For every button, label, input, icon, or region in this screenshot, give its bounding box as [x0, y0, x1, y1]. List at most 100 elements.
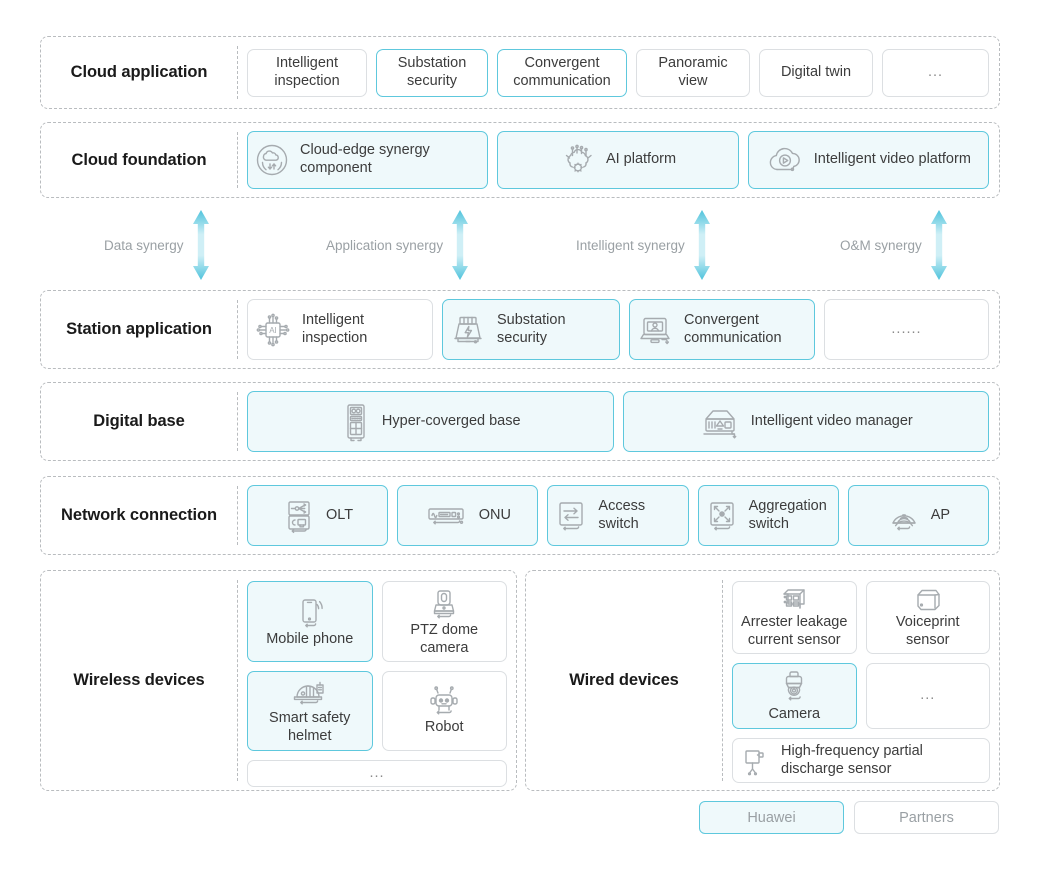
- card-high-frequency-partial-discharge-sensor[interactable]: High-frequency partial discharge sensor: [732, 738, 990, 784]
- legend-chip-huawei[interactable]: Huawei: [699, 801, 844, 834]
- card-label: Access switch: [598, 497, 646, 532]
- card-label: Aggregation switch: [748, 497, 827, 532]
- card-access-switch[interactable]: Access switch: [547, 485, 689, 546]
- synergy-data: Data synergy: [104, 206, 212, 284]
- card-label: Panoramic view: [658, 54, 728, 89]
- voiceprint-sensor-icon: [913, 586, 943, 612]
- layer-items-cloud-foundation: Cloud-edge synergy component AI platform: [238, 123, 999, 197]
- legend-label: Huawei: [747, 809, 796, 826]
- card-more-wired-devices[interactable]: ...: [865, 663, 990, 730]
- card-label: Camera: [768, 706, 821, 723]
- card-mobile-phone[interactable]: Mobile phone: [247, 581, 373, 663]
- card-label: Convergent communication: [684, 311, 782, 346]
- double-arrow-icon: [190, 209, 212, 281]
- aggregation-switch-icon: [705, 499, 739, 533]
- card-label: Intelligent video manager: [750, 412, 913, 429]
- card-robot[interactable]: Robot: [381, 671, 507, 751]
- card-label: AP: [930, 506, 951, 523]
- video-manager-icon: [699, 405, 741, 439]
- card-ai-platform[interactable]: AI platform: [497, 131, 739, 189]
- card-label: Intelligent video platform: [813, 151, 971, 168]
- cloud-video-icon: [766, 143, 804, 177]
- card-olt[interactable]: OLT: [247, 485, 389, 546]
- safety-helmet-icon: [290, 676, 330, 708]
- card-label: Cloud-edge synergy component: [300, 142, 430, 176]
- card-arrester-leakage-current-sensor[interactable]: Arrester leakage current sensor: [732, 581, 857, 655]
- card-label: ......: [891, 320, 922, 337]
- band-divider: [237, 392, 238, 451]
- onu-icon: [425, 502, 469, 530]
- card-onu[interactable]: ONU: [397, 485, 539, 546]
- partial-discharge-sensor-icon: [739, 745, 771, 777]
- card-label: High-frequency partial discharge sensor: [781, 743, 923, 777]
- card-hyper-coverged-base[interactable]: Hyper-coverged base: [247, 391, 614, 452]
- wired-devices-grid: Arrester leakage current sensor Voicepri…: [723, 571, 999, 790]
- card-label: PTZ dome camera: [410, 622, 479, 656]
- card-intelligent-video-platform[interactable]: Intelligent video platform: [747, 131, 989, 189]
- band-divider: [237, 46, 238, 99]
- card-convergent-communication[interactable]: Convergent communication: [629, 299, 815, 360]
- card-intelligent-inspection[interactable]: AI Intelligent inspection: [247, 299, 433, 360]
- synergy-label: O&M synergy: [840, 237, 922, 253]
- card-label: Intelligent inspection: [302, 311, 368, 346]
- card-label: Hyper-coverged base: [381, 412, 521, 429]
- device-row: High-frequency partial discharge sensor: [732, 738, 990, 784]
- double-arrow-icon: [691, 209, 713, 281]
- band-divider: [237, 486, 238, 545]
- card-label: ...: [369, 764, 385, 781]
- card-panoramic-view[interactable]: Panoramic view: [636, 48, 750, 97]
- layer-items-station-application: AI Intelligent inspection: [238, 291, 999, 368]
- synergy-application: Application synergy: [326, 206, 471, 284]
- server-cabinet-icon: [340, 402, 372, 442]
- svg-text:AI: AI: [269, 325, 277, 334]
- layer-label-digital-base: Digital base: [93, 412, 185, 430]
- card-camera[interactable]: Camera: [732, 663, 857, 730]
- olt-icon: [282, 498, 316, 534]
- cloud-edge-synergy-icon: [254, 142, 290, 178]
- device-row: Smart safety helmet: [247, 671, 507, 751]
- card-label: Smart safety helmet: [269, 710, 351, 745]
- card-more-cloud-applications[interactable]: ...: [882, 48, 989, 97]
- card-substation-security[interactable]: Substation security: [442, 299, 620, 360]
- synergy-om: O&M synergy: [840, 206, 950, 284]
- double-arrow-icon: [928, 209, 950, 281]
- layer-cloud-application: Cloud application Intelligent inspection…: [40, 36, 1000, 109]
- card-label: Convergent communication: [513, 54, 611, 89]
- card-aggregation-switch[interactable]: Aggregation switch: [697, 485, 839, 546]
- layer-label-network-connection: Network connection: [61, 506, 217, 524]
- mobile-phone-icon: [293, 595, 327, 629]
- device-row: ...: [247, 759, 507, 788]
- card-more-station-applications[interactable]: ......: [824, 299, 989, 360]
- legend-chip-partners[interactable]: Partners: [854, 801, 999, 834]
- layer-label-wired-devices: Wired devices: [569, 671, 679, 689]
- card-convergent-communication[interactable]: Convergent communication: [497, 48, 627, 97]
- band-divider: [237, 580, 238, 781]
- card-voiceprint-sensor[interactable]: Voiceprint sensor: [865, 581, 990, 655]
- card-substation-security[interactable]: Substation security: [376, 48, 488, 97]
- card-intelligent-video-manager[interactable]: Intelligent video manager: [622, 391, 989, 452]
- card-ap[interactable]: AP: [847, 485, 990, 546]
- card-label: Voiceprint sensor: [895, 614, 960, 648]
- layer-label-wireless-devices: Wireless devices: [73, 671, 205, 689]
- layer-wireless-devices: Wireless devices Mobile phone: [40, 570, 517, 791]
- layer-label-cloud-application: Cloud application: [70, 63, 208, 81]
- layer-wired-devices: Wired devices Ar: [525, 570, 1000, 791]
- layer-station-application: Station application AI Intelligent inspe…: [40, 290, 1000, 369]
- band-divider: [722, 580, 723, 781]
- card-label: Substation security: [497, 311, 566, 346]
- card-digital-twin[interactable]: Digital twin: [759, 48, 873, 97]
- card-intelligent-inspection[interactable]: Intelligent inspection: [247, 48, 367, 97]
- device-row: Camera ...: [732, 663, 990, 730]
- synergy-label: Intelligent synergy: [576, 237, 685, 253]
- layer-items-network-connection: OLT ONU: [238, 477, 999, 554]
- card-more-wireless-devices[interactable]: ...: [247, 759, 507, 788]
- layer-label-station-application: Station application: [66, 320, 212, 338]
- card-label: ONU: [478, 506, 511, 523]
- robot-icon: [427, 685, 461, 717]
- card-ptz-dome-camera[interactable]: PTZ dome camera: [381, 581, 507, 663]
- camera-icon: [779, 668, 809, 704]
- ap-icon: [887, 500, 921, 532]
- card-smart-safety-helmet[interactable]: Smart safety helmet: [247, 671, 373, 751]
- card-cloud-edge-synergy-component[interactable]: Cloud-edge synergy component: [247, 131, 489, 189]
- video-conference-icon: [636, 311, 674, 349]
